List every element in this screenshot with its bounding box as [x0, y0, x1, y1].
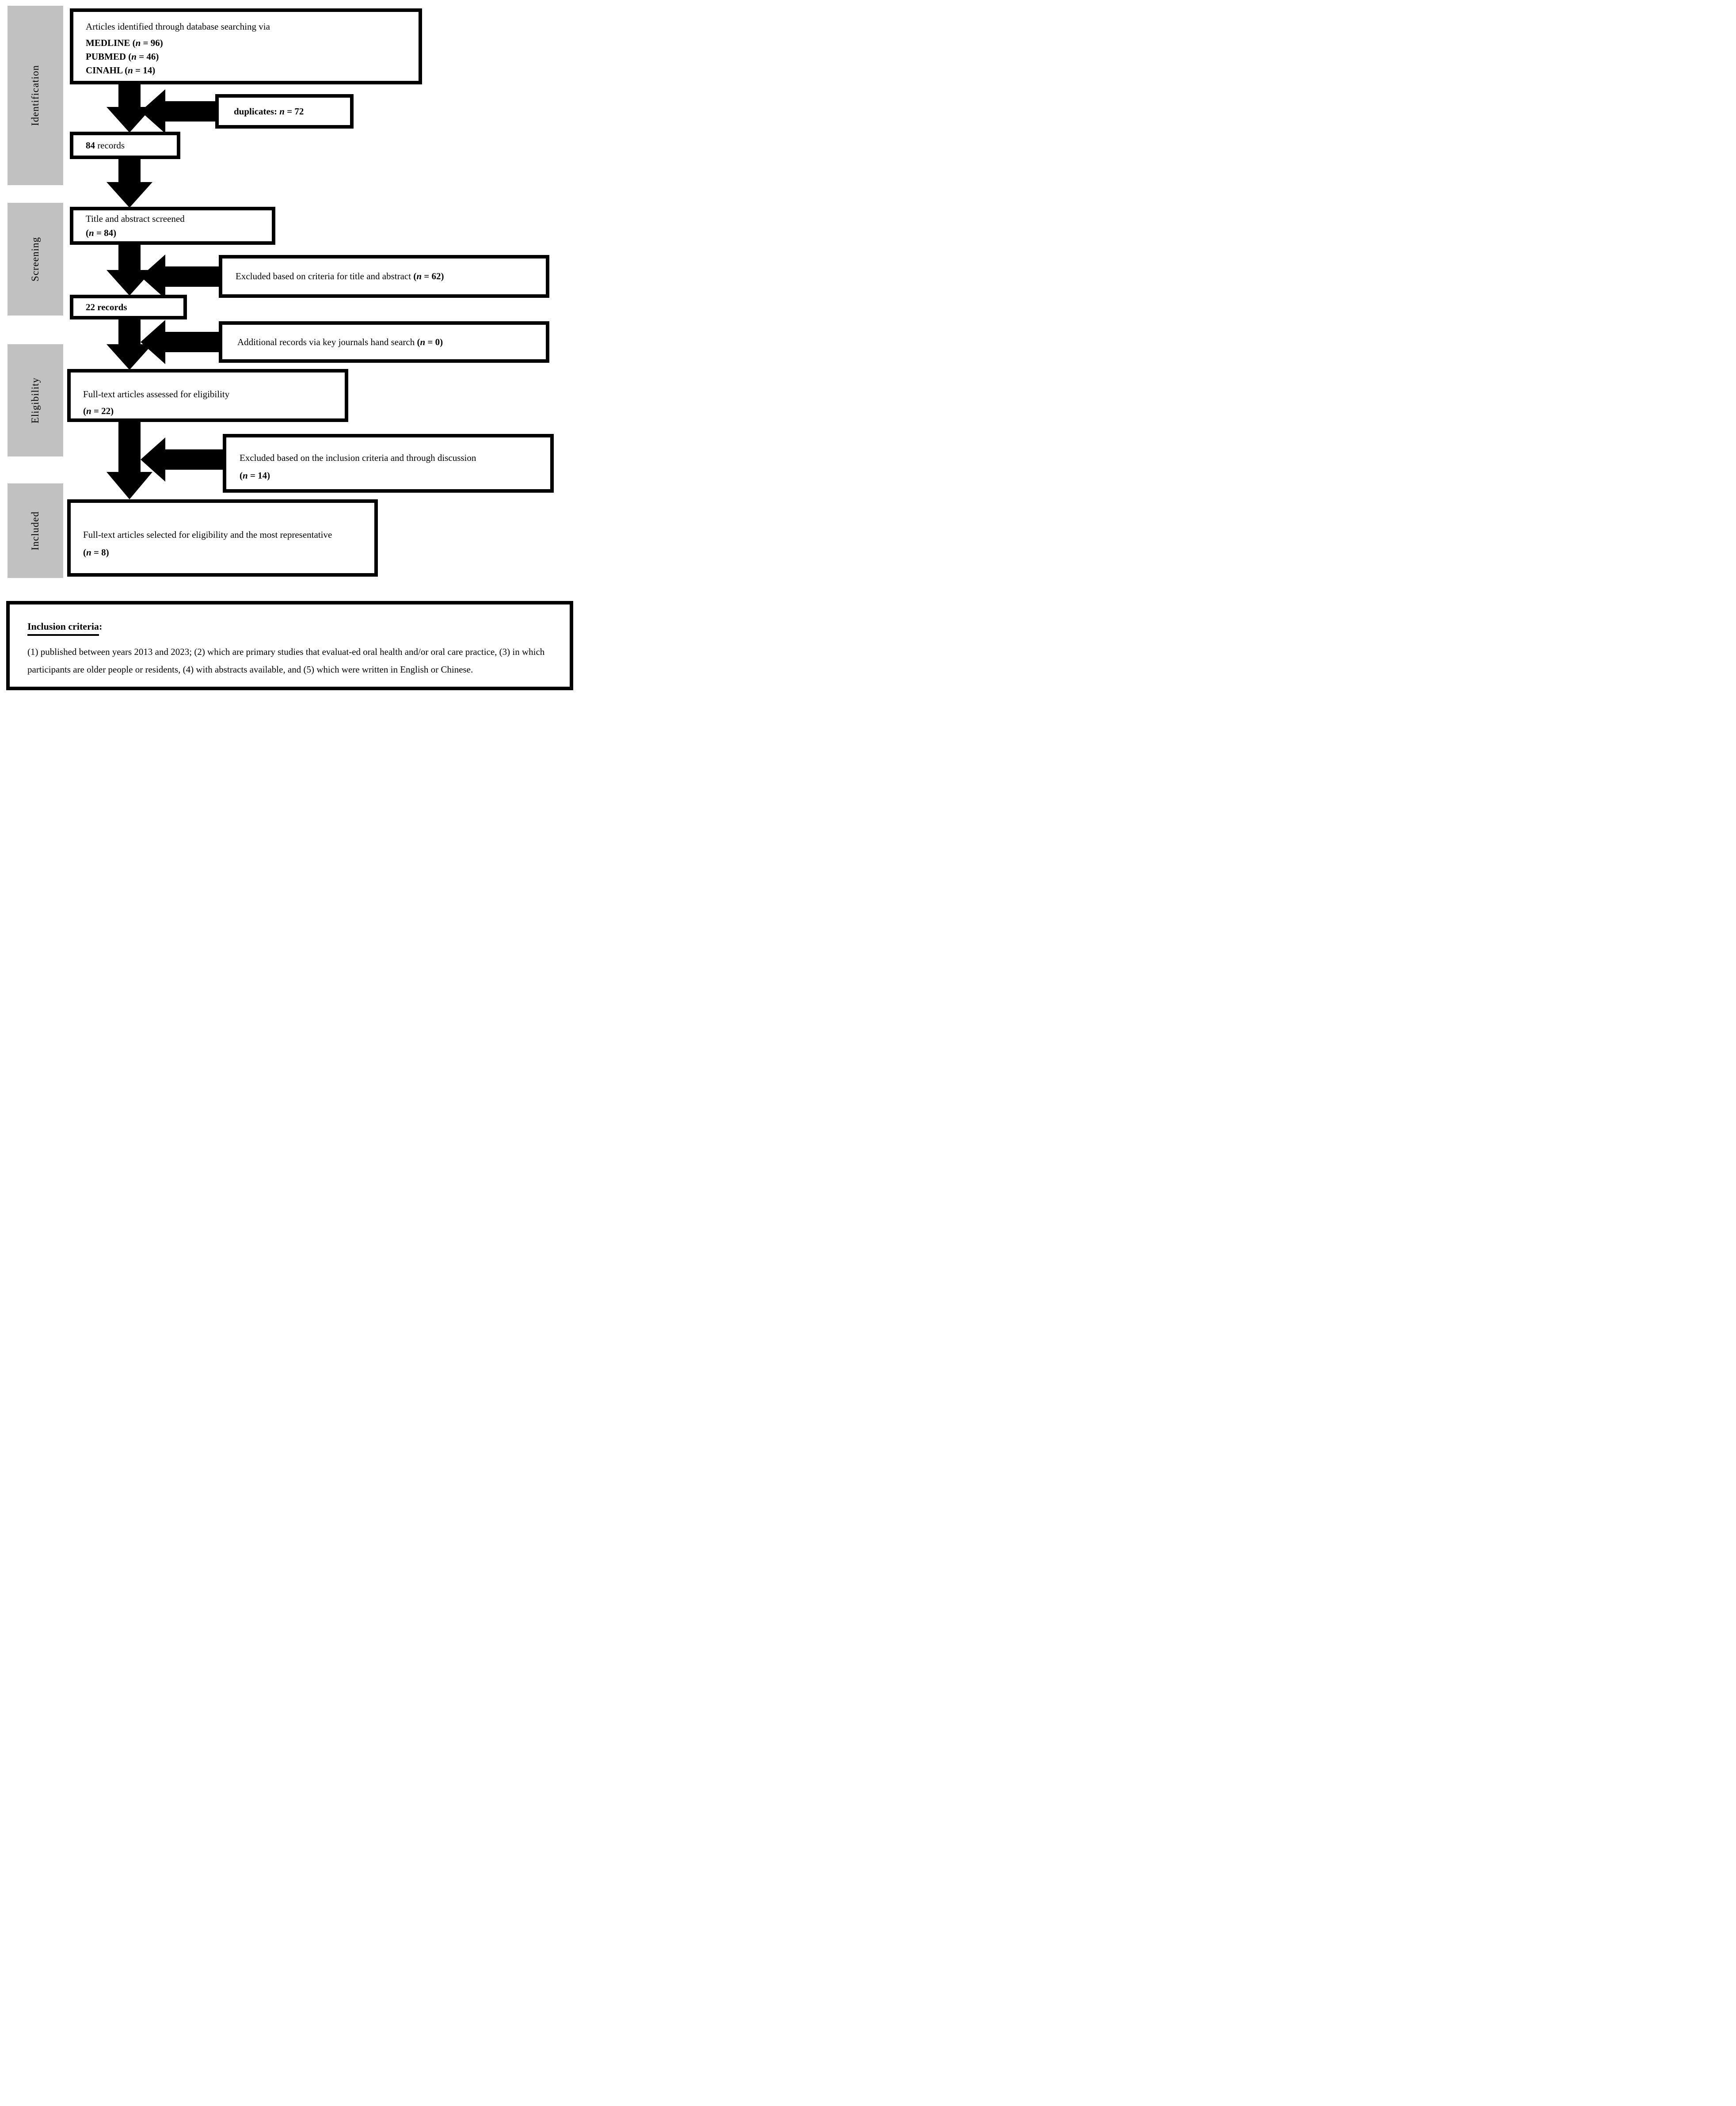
arrow-excluded-title-abstract-out-stem — [165, 266, 219, 287]
records22-text: 22 records — [86, 301, 127, 312]
stage-bar-included: Included — [8, 483, 63, 578]
arrow-identified-to-records84-stem — [118, 82, 141, 108]
box-fulltext-selected: Full-text articles selected for eligibil… — [67, 499, 378, 577]
additional-records-text: Additional records via key journals hand… — [237, 336, 443, 347]
box-identified: Articles identified through database sea… — [70, 8, 422, 84]
box-title-abstract-screened: Title and abstract screened (n = 84) — [70, 207, 275, 245]
arrow-records84-to-screened-head — [107, 182, 152, 208]
records84-text: 84 records — [86, 140, 125, 151]
arrow-screened-to-records22-stem — [118, 244, 141, 271]
arrow-excluded-title-abstract-out-head — [141, 255, 165, 299]
selected-n: (n = 8) — [83, 547, 109, 558]
identified-intro: Articles identified through database sea… — [86, 21, 270, 32]
excluded-inclusion-n: (n = 14) — [240, 470, 270, 481]
box-duplicates: duplicates: n = 72 — [215, 94, 354, 129]
box-excluded-title-abstract: Excluded based on criteria for title and… — [219, 255, 549, 298]
stage-label-eligibility: Eligibility — [30, 377, 41, 424]
arrow-duplicates-out-head — [141, 89, 165, 133]
stage-bar-screening: Screening — [8, 203, 63, 316]
arrow-records22-to-assessed-head — [107, 344, 152, 370]
arrow-assessed-to-selected-head — [107, 472, 152, 499]
inclusion-criteria-body: (1) published between years 2013 and 202… — [27, 646, 545, 675]
screened-n: (n = 84) — [86, 228, 117, 238]
inclusion-criteria-title: Inclusion criteria: — [27, 620, 550, 636]
prisma-flow-diagram: Identification Screening Eligibility Inc… — [0, 0, 579, 702]
excluded-title-abstract-text: Excluded based on criteria for title and… — [236, 271, 444, 281]
arrow-excluded-inclusion-out-stem — [165, 449, 223, 470]
stage-bar-identification: Identification — [8, 6, 63, 185]
box-records-84: 84 records — [70, 132, 180, 159]
box-records-22: 22 records — [70, 295, 187, 319]
duplicates-text: duplicates: n = 72 — [234, 106, 304, 117]
excluded-inclusion-line1: Excluded based on the inclusion criteria… — [240, 452, 476, 463]
arrow-duplicates-out-stem — [165, 101, 215, 122]
screened-line1: Title and abstract screened — [86, 213, 185, 224]
arrow-records22-to-assessed-stem — [118, 319, 141, 345]
stage-label-identification: Identification — [30, 65, 41, 126]
box-excluded-inclusion: Excluded based on the inclusion criteria… — [223, 434, 554, 493]
identified-pubmed: PUBMED (n = 46) — [86, 51, 159, 62]
stage-label-screening: Screening — [30, 237, 41, 281]
box-fulltext-assessed: Full-text articles assessed for eligibil… — [67, 369, 348, 422]
arrow-records84-to-screened-stem — [118, 158, 141, 183]
identified-cinahl: CINAHL (n = 14) — [86, 65, 156, 76]
selected-line1: Full-text articles selected for eligibil… — [83, 529, 332, 540]
stage-bar-eligibility: Eligibility — [8, 344, 63, 456]
arrow-additional-records-out-head — [141, 320, 165, 364]
identified-medline: MEDLINE (n = 96) — [86, 38, 163, 48]
assessed-n: (n = 22) — [83, 406, 114, 416]
arrow-additional-records-out-stem — [165, 332, 219, 352]
box-inclusion-criteria: Inclusion criteria: (1) published betwee… — [6, 601, 573, 690]
stage-label-included: Included — [30, 511, 41, 551]
box-additional-records: Additional records via key journals hand… — [219, 321, 549, 363]
assessed-line1: Full-text articles assessed for eligibil… — [83, 389, 230, 399]
arrow-assessed-to-selected-stem — [118, 421, 141, 473]
